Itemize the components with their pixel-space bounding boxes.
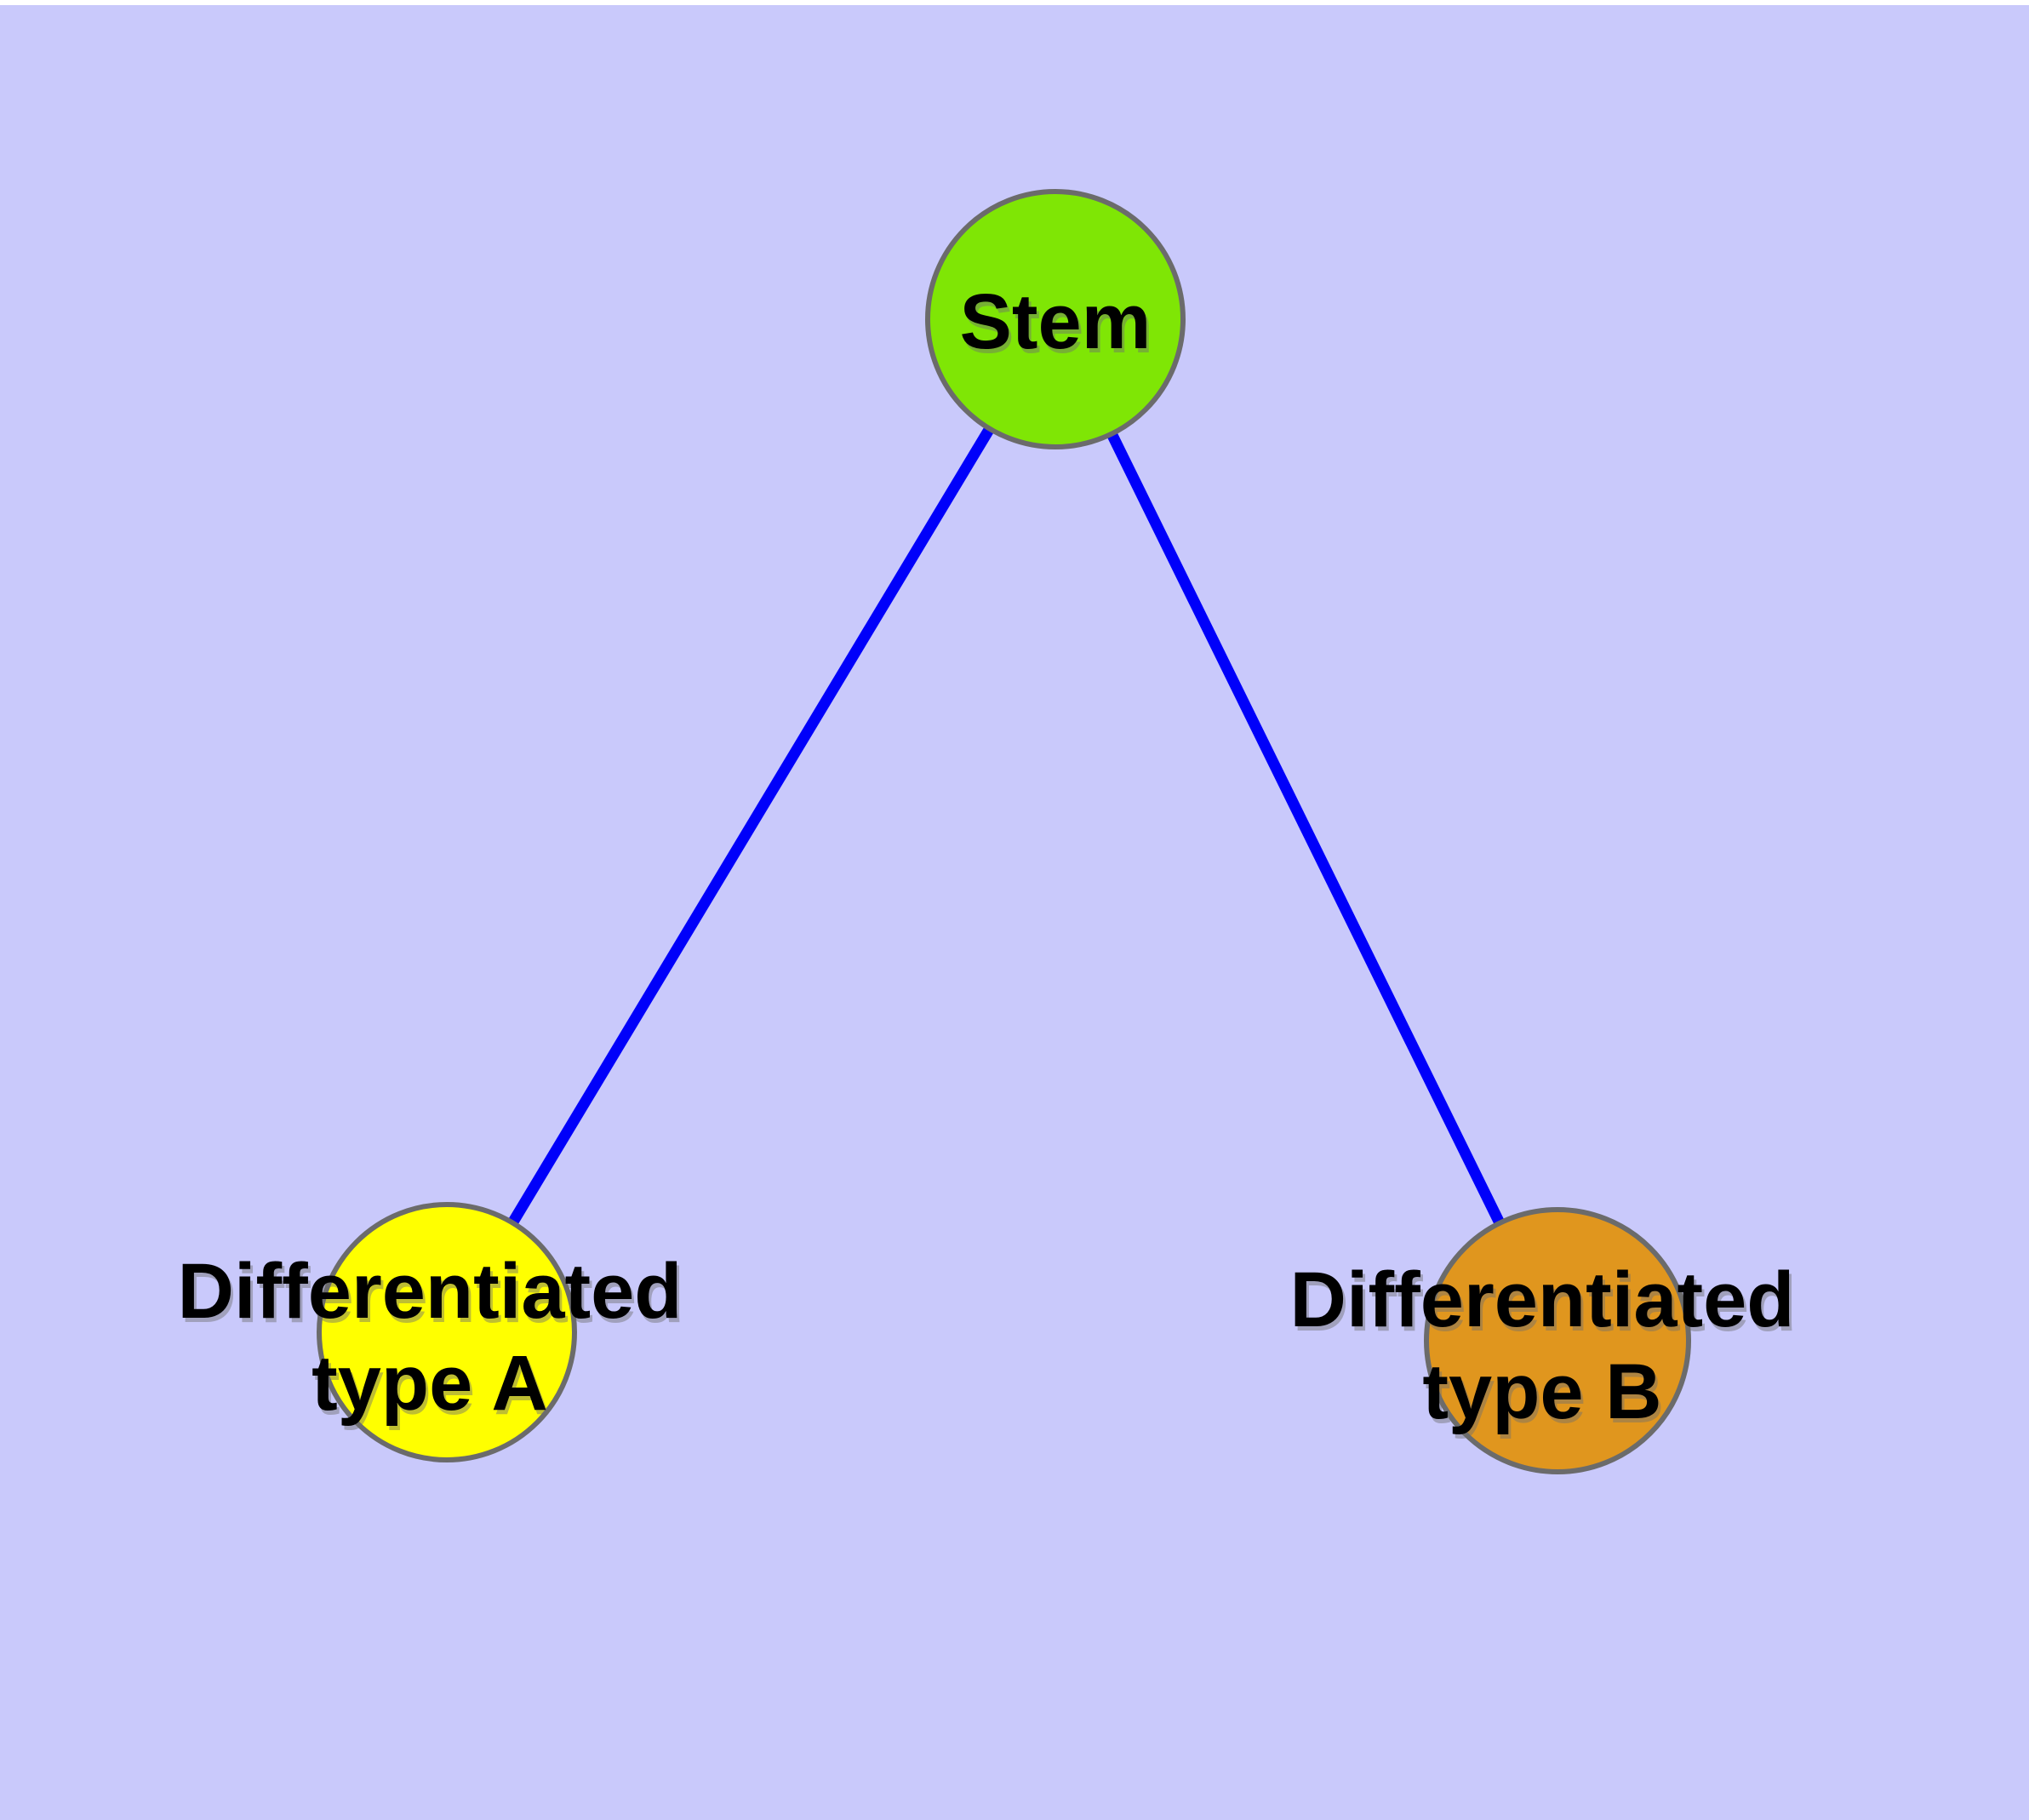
top-margin-strip [0,0,2029,5]
node-stem[interactable] [925,189,1186,449]
node-differentiated-type-a[interactable] [317,1202,577,1462]
node-label-stem-shadow: Stem [963,283,1154,369]
edge-stem-to-type-b[interactable] [1050,317,1563,1343]
edge-stem-to-type-a[interactable] [442,316,1060,1336]
node-differentiated-type-b[interactable] [1424,1207,1691,1474]
node-label-stem: Stem [960,278,1152,365]
